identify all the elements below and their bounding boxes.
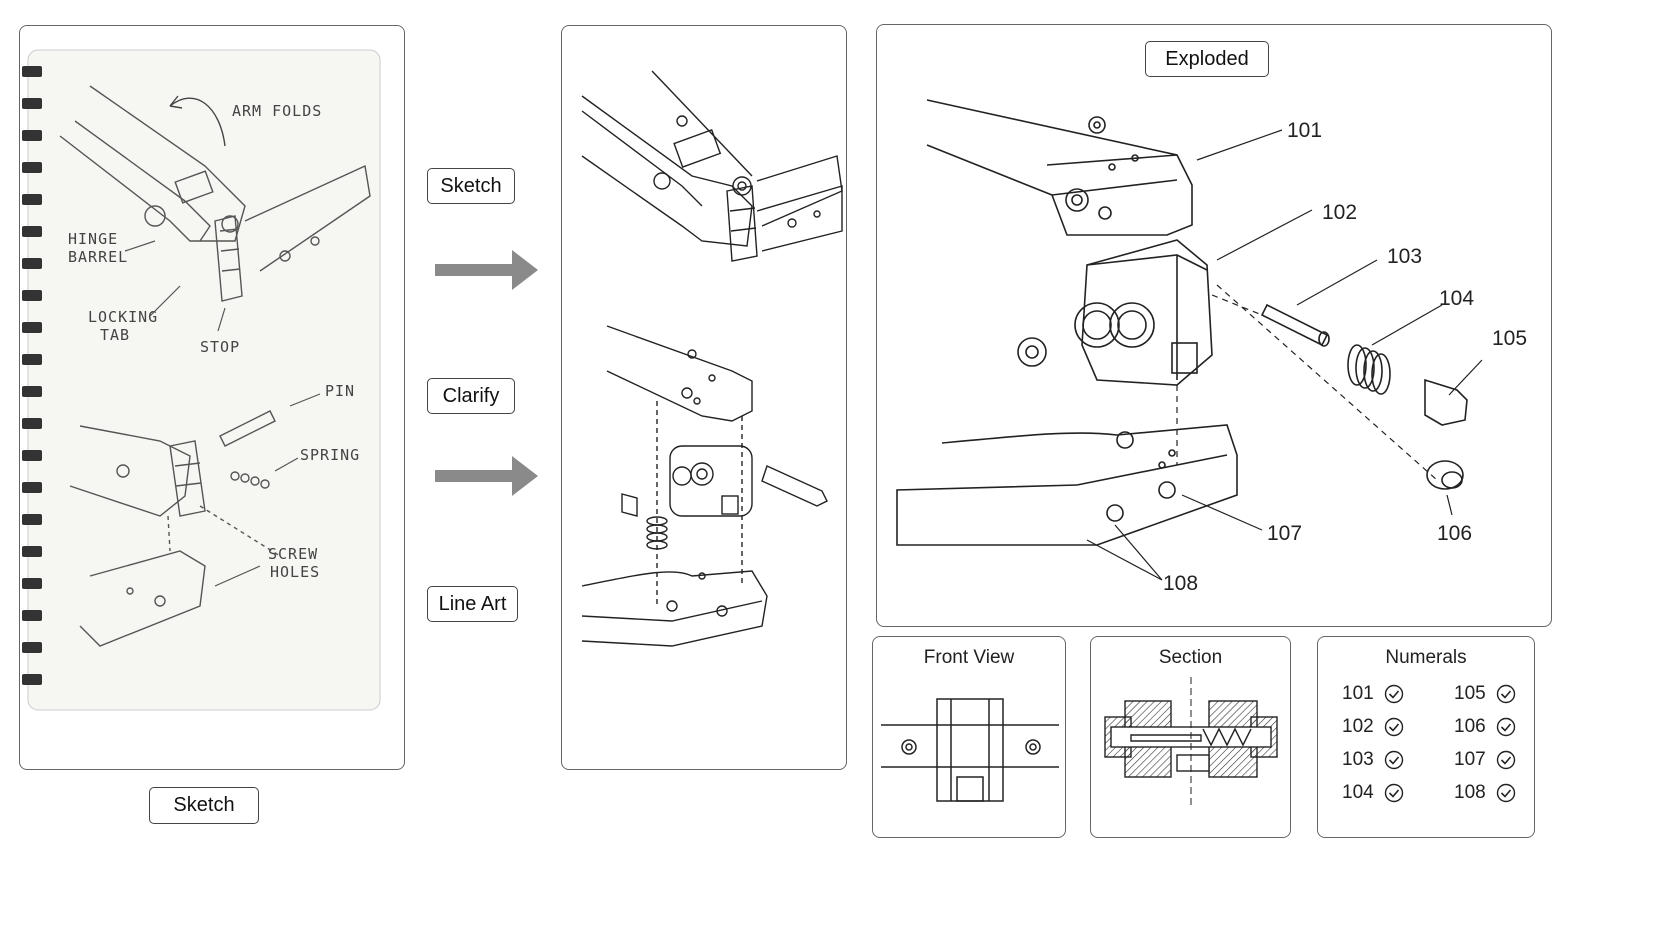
exploded-drawing: 101 102 103 104 105 106 107 108 [877,25,1552,627]
numeral-item: 108 [1454,782,1516,804]
section-view-panel: Section [1090,636,1291,838]
note-locking: LOCKING [88,308,158,326]
check-icon [1496,717,1516,737]
check-icon [1384,750,1404,770]
step-arrows [430,240,545,510]
step-line-art-label[interactable]: Line Art [427,586,518,622]
arrow-icon [435,250,538,496]
note-arm-folds: ARM FOLDS [232,102,322,120]
note-barrel: BARREL [68,248,128,266]
note-hinge: HINGE [68,230,118,248]
numeral-item: 105 [1454,683,1516,705]
part-104-spring [1348,345,1390,394]
section-view-drawing [1091,637,1291,838]
clarify-panel [561,25,847,770]
numeral-item: 103 [1342,749,1404,771]
base-arm [897,425,1237,545]
numerals-title: Numerals [1318,647,1534,669]
check-icon [1384,717,1404,737]
numeral-item: 107 [1454,749,1516,771]
callout-106: 106 [1437,522,1472,545]
check-icon [1496,783,1516,803]
check-icon [1496,750,1516,770]
note-spring: SPRING [300,446,360,464]
callout-103: 103 [1387,245,1422,268]
exploded-panel: Exploded [876,24,1552,627]
numeral-item: 104 [1342,782,1404,804]
front-view-drawing [873,637,1066,838]
step-sketch-label[interactable]: Sketch [427,168,515,204]
check-icon [1496,684,1516,704]
numeral-item: 106 [1454,716,1516,738]
callout-101: 101 [1287,119,1322,142]
notebook-sketch: ARM FOLDS HINGE BARREL LOCKING TAB STOP … [20,26,405,770]
note-holes: HOLES [270,563,320,581]
note-pin: PIN [325,382,355,400]
part-103-pin [1262,305,1327,345]
sketch-panel: ARM FOLDS HINGE BARREL LOCKING TAB STOP … [19,25,405,770]
sketch-caption: Sketch [149,787,259,824]
note-screw: SCREW [268,545,318,563]
callout-102: 102 [1322,201,1357,224]
note-tab: TAB [100,326,130,344]
numeral-item: 101 [1342,683,1404,705]
numerals-panel: Numerals 101 102 103 104 105 106 107 108 [1317,636,1535,838]
callout-104: 104 [1439,287,1474,310]
callout-107: 107 [1267,522,1302,545]
clarified-hinge-drawing [562,26,847,770]
check-icon [1384,783,1404,803]
check-icon [1384,684,1404,704]
washer [1018,338,1046,366]
front-view-panel: Front View [872,636,1066,838]
note-stop: STOP [200,338,240,356]
part-101-arm [927,100,1192,235]
callout-108: 108 [1163,572,1198,595]
callout-105: 105 [1492,327,1527,350]
numeral-item: 102 [1342,716,1404,738]
part-105-tab [1425,380,1467,425]
